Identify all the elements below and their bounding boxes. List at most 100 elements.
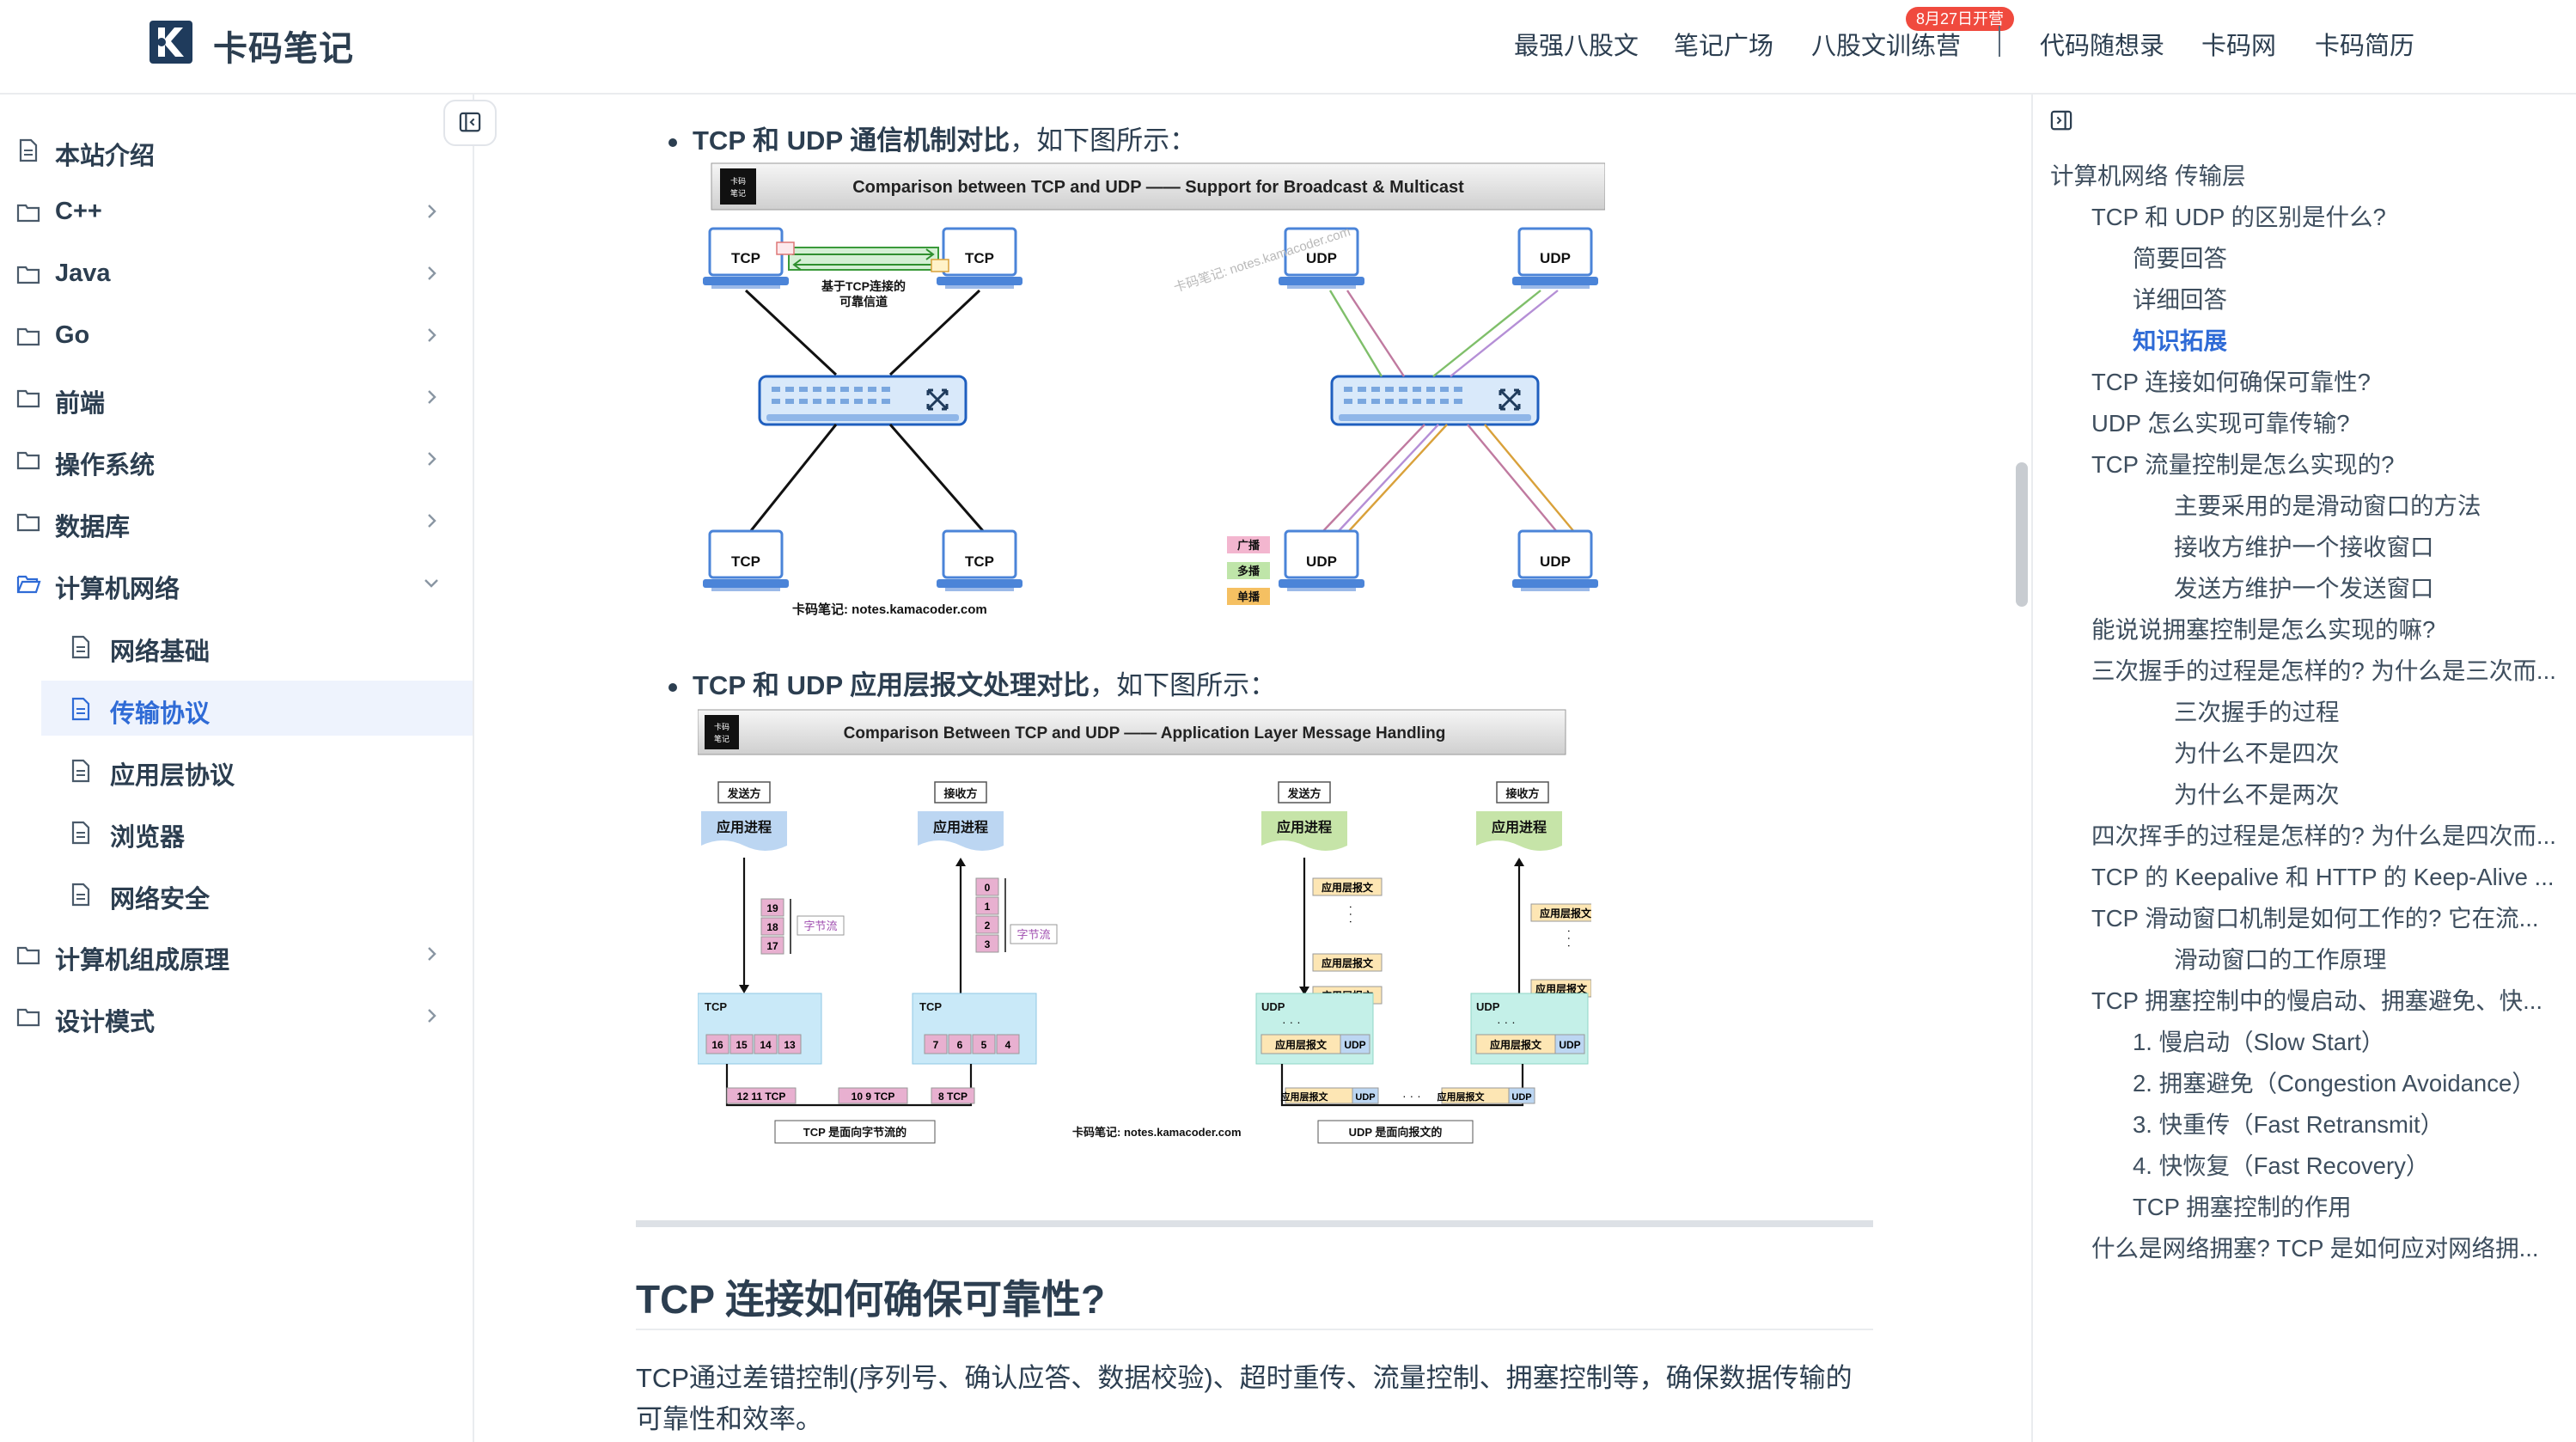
- toc-item[interactable]: 4. 快恢复（Fast Recovery）: [2133, 1152, 2430, 1179]
- sidebar-item-frontend[interactable]: 前端: [0, 371, 474, 425]
- toc-item[interactable]: 三次握手的过程: [2174, 699, 2340, 725]
- bullet-rest-text: ，如下图所示：: [1090, 670, 1277, 700]
- sidebar-collapse-button[interactable]: [443, 100, 497, 146]
- legend-broadcast: 广播: [1237, 539, 1261, 552]
- tcp-receiver-queue: 0 1 2 3: [975, 877, 999, 953]
- sidebar-subitem-security[interactable]: 网络安全: [41, 866, 473, 921]
- sidebar-subitem-transport[interactable]: 传输协议: [41, 681, 473, 736]
- toc-item[interactable]: TCP 拥塞控制中的慢启动、拥塞避免、快...: [2091, 987, 2543, 1014]
- app-msg-label: 应用层报文: [1275, 1038, 1328, 1051]
- nav-link-resume[interactable]: 卡码简历: [2315, 33, 2415, 60]
- toc-item[interactable]: 什么是网络拥塞? TCP 是如何应对网络拥...: [2091, 1235, 2539, 1262]
- toc-item[interactable]: 三次握手的过程是怎样的? 为什么是三次而...: [2091, 657, 2556, 684]
- toc-item[interactable]: 1. 慢启动（Slow Start）: [2133, 1029, 2385, 1055]
- tcp-caption: TCP 是面向字节流的: [803, 1126, 906, 1139]
- legend-multicast: 多播: [1237, 565, 1261, 577]
- sidebar-item-intro[interactable]: 本站介绍: [0, 124, 474, 177]
- toc-item[interactable]: TCP 流量控制是怎么实现的?: [2091, 451, 2395, 478]
- sender-label: 发送方: [1286, 787, 1321, 800]
- kama-logo-icon: [705, 715, 739, 749]
- sidebar-item-os[interactable]: 操作系统: [0, 433, 474, 486]
- toc-item[interactable]: 主要采用的是滑动窗口的方法: [2174, 492, 2481, 519]
- toc-item[interactable]: 发送方维护一个发送窗口: [2174, 575, 2434, 602]
- channel-label-2: 可靠信道: [839, 295, 888, 309]
- toc-item[interactable]: 详细回答: [2133, 286, 2227, 313]
- sidebar-subitem-label: 应用层协议: [110, 762, 235, 790]
- toc-item[interactable]: 为什么不是四次: [2174, 740, 2340, 767]
- sidebar-subitem-application[interactable]: 应用层协议: [41, 742, 473, 797]
- toc-item[interactable]: TCP 和 UDP 的区别是什么?: [2091, 204, 2386, 230]
- diagram-1-svg: 卡码 笔记 Comparison between TCP and UDP —— …: [701, 162, 1605, 617]
- toc-item[interactable]: 知识拓展: [2133, 327, 2227, 354]
- tcp-receiver-buffer: 7 6 5 4: [924, 1034, 1020, 1054]
- toc-item[interactable]: 接收方维护一个接收窗口: [2174, 534, 2434, 560]
- sidebar-item-design-patterns[interactable]: 设计模式: [0, 990, 474, 1043]
- main-content: TCP 和 UDP 通信机制对比，如下图所示：: [636, 95, 1873, 1442]
- toc-item[interactable]: 四次挥手的过程是怎样的? 为什么是四次而...: [2091, 822, 2556, 849]
- toc-item[interactable]: 为什么不是两次: [2174, 781, 2340, 808]
- bullet-bold-text: TCP 和 UDP 应用层报文处理对比: [693, 670, 1090, 700]
- svg-text:15: 15: [736, 1039, 748, 1051]
- chevron-right-icon: [428, 205, 436, 218]
- toc-item[interactable]: 3. 快重传（Fast Retransmit）: [2133, 1111, 2445, 1138]
- udp-header-label: UDP: [1355, 1092, 1375, 1103]
- sidebar-item-go[interactable]: Go: [0, 309, 474, 363]
- nav-link-code-notes[interactable]: 代码随想录: [2040, 33, 2165, 60]
- sidebar-item-network[interactable]: 计算机网络: [0, 557, 474, 610]
- brand-logo-icon[interactable]: [148, 19, 194, 65]
- section-divider: [636, 1220, 1873, 1227]
- app-msg-label: 应用层报文: [1281, 1091, 1329, 1103]
- udp-header-label: UDP: [1511, 1092, 1531, 1103]
- tcp-segment-c: 8 TCP: [938, 1091, 968, 1103]
- svg-text:19: 19: [766, 902, 778, 914]
- sidebar-item-cpp[interactable]: C++: [0, 186, 474, 239]
- toc-item[interactable]: 简要回答: [2133, 245, 2227, 272]
- svg-text:卡码: 卡码: [714, 722, 729, 731]
- tcp-label: TCP: [919, 1000, 942, 1013]
- sidebar-item-computer-organization[interactable]: 计算机组成原理: [0, 928, 474, 981]
- main-scrollbar-thumb[interactable]: [2016, 462, 2028, 607]
- toc-item[interactable]: 能说说拥塞控制是怎么实现的嘛?: [2091, 616, 2436, 643]
- folder-icon: [16, 946, 40, 965]
- toc-item[interactable]: 2. 拥塞避免（Congestion Avoidance）: [2133, 1070, 2536, 1097]
- toc-item[interactable]: 计算机网络 传输层: [2050, 162, 2246, 189]
- nav-link-kamacoder[interactable]: 卡码网: [2201, 33, 2277, 60]
- tcp-sender-buffer: 16 15 14 13: [705, 1034, 802, 1054]
- svg-text:0: 0: [985, 882, 991, 894]
- sidebar-item-java[interactable]: Java: [0, 247, 474, 301]
- udp-label: UDP: [1540, 553, 1571, 570]
- sidebar-item-database[interactable]: 数据库: [0, 495, 474, 548]
- folder-open-icon: [16, 575, 41, 594]
- nav-divider: [1999, 26, 2000, 57]
- sidebar-collapse-icon: [459, 112, 481, 132]
- diagram-app-message-handling: 卡码 笔记 Comparison Between TCP and UDP —— …: [698, 708, 1591, 1195]
- nav-link-bagu[interactable]: 最强八股文: [1514, 33, 1639, 60]
- nav-link-notes-square[interactable]: 笔记广场: [1674, 33, 1774, 60]
- svg-text:2: 2: [985, 920, 991, 932]
- toc-item[interactable]: TCP 拥塞控制的作用: [2133, 1194, 2352, 1220]
- brand-name[interactable]: 卡码笔记: [213, 30, 354, 68]
- toc-item[interactable]: UDP 怎么实现可靠传输?: [2091, 410, 2350, 437]
- left-sidebar: 本站介绍 C++ Java Go 前端 操作系统 数据库 计算机网络 网络基础: [0, 95, 474, 1442]
- svg-text:16: 16: [711, 1039, 723, 1051]
- folder-icon: [16, 266, 40, 284]
- toc-item[interactable]: 滑动窗口的工作原理: [2174, 946, 2387, 973]
- sidebar-subitem-browser[interactable]: 浏览器: [41, 804, 473, 859]
- tcp-segment-a: 12 11 TCP: [737, 1091, 786, 1103]
- sidebar-subitem-network-basics[interactable]: 网络基础: [41, 619, 473, 674]
- chevron-right-icon: [428, 328, 436, 342]
- svg-text:3: 3: [985, 938, 991, 950]
- envelope-icon: [931, 259, 949, 272]
- diagram-1-footer: 卡码笔记: notes.kamacoder.com: [792, 602, 987, 617]
- nav-link-bootcamp[interactable]: 八股文训练营: [1811, 33, 1962, 60]
- bullet-rest-text: ，如下图所示：: [1010, 125, 1197, 156]
- toc-collapse-button[interactable]: [2036, 100, 2090, 146]
- app-process-label: 应用进程: [933, 819, 988, 835]
- tcp-label: TCP: [965, 250, 994, 266]
- toc-item[interactable]: TCP 滑动窗口机制是如何工作的? 它在流...: [2091, 905, 2539, 932]
- app-msg-label: 应用层报文: [1490, 1038, 1542, 1051]
- byte-stream-label: 字节流: [803, 920, 837, 932]
- toc-item[interactable]: TCP 连接如何确保可靠性?: [2091, 369, 2371, 395]
- app-process-label: 应用进程: [1492, 819, 1547, 835]
- toc-item[interactable]: TCP 的 Keepalive 和 HTTP 的 Keep-Alive ...: [2091, 864, 2555, 890]
